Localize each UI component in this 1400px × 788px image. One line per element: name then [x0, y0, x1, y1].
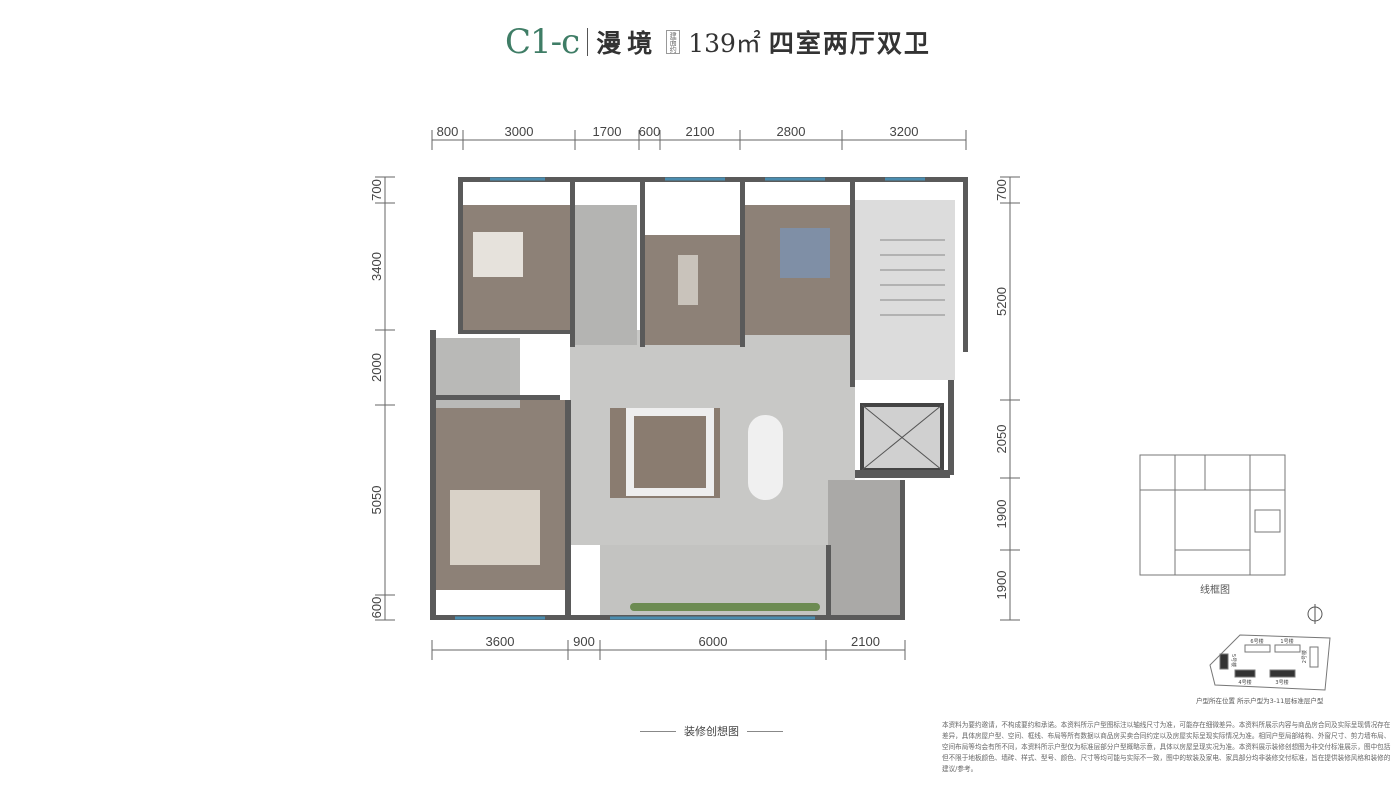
dimension-label-left: 3400	[369, 252, 384, 281]
bathroom-2-floor	[575, 205, 637, 345]
north-arrow	[1307, 604, 1323, 624]
building-label-6: 6号楼	[1250, 638, 1263, 645]
title-divider	[587, 28, 589, 56]
dimension-label-top: 600	[639, 124, 661, 139]
building-label-5: 5号楼	[1230, 654, 1237, 667]
dimension-label-top: 2100	[686, 124, 715, 139]
dimension-label-right: 1900	[994, 500, 1009, 529]
building-label-4: 4号楼	[1238, 679, 1251, 686]
site-plan-outline	[1209, 634, 1331, 691]
dimension-label-top: 2800	[777, 124, 806, 139]
desk	[678, 255, 698, 305]
dimension-label-bottom: 3600	[486, 634, 515, 649]
dimension-label-bottom: 900	[573, 634, 595, 649]
windows	[455, 177, 925, 620]
dimension-label-top: 3200	[890, 124, 919, 139]
dimension-label-bottom: 6000	[699, 634, 728, 649]
plants	[630, 603, 820, 611]
bed-1	[473, 232, 523, 277]
dimension-label-right: 1900	[994, 571, 1009, 600]
dimension-label-bottom: 2100	[851, 634, 880, 649]
wireframe-caption: 线框图	[1200, 585, 1230, 596]
dimension-label-top: 800	[437, 124, 459, 139]
wireframe-thumbnail	[1139, 454, 1286, 576]
dimension-lines	[384, 139, 1011, 651]
dimension-label-top: 1700	[593, 124, 622, 139]
unit-layout: 四室两厅双卫	[768, 29, 931, 58]
site-plan-building-labels: 6号楼 1号楼 5号楼 2号楼 4号楼 3号楼	[1230, 638, 1308, 686]
kitchen-floor	[828, 480, 900, 615]
dimension-label-right: 700	[994, 179, 1009, 201]
dimension-label-right: 5200	[994, 287, 1009, 316]
unit-code: C1-c	[505, 22, 580, 62]
area-tag: 建面约	[666, 30, 681, 54]
sofa	[626, 408, 714, 496]
dimension-label-left: 2000	[369, 353, 384, 382]
building-label-1: 1号楼	[1280, 638, 1293, 645]
caption-text: 装修创想图	[684, 725, 739, 738]
disclaimer: 本资料为要约邀请，不构成要约和承诺。本资料所示户型图标注以轴线尺寸为准，可能存在…	[942, 721, 1391, 773]
unit-name: 漫境	[596, 29, 659, 58]
plan-title: C1-c 漫境 建面约 139㎡ 四室两厅双卫	[505, 22, 931, 62]
unit-area: 139㎡	[688, 29, 761, 58]
building-label-2: 2号楼	[1301, 650, 1308, 663]
dimension-label-right: 2050	[994, 425, 1009, 454]
bed-2	[780, 228, 830, 278]
stairwell-floor	[855, 200, 955, 380]
stairs	[880, 239, 945, 316]
rendering-caption: 装修创想图	[640, 723, 783, 739]
dimension-label-left: 5050	[369, 486, 384, 515]
master-bed	[450, 490, 540, 565]
dining-table	[748, 415, 783, 500]
dimension-label-top: 3000	[505, 124, 534, 139]
dimension-label-left: 600	[369, 597, 384, 619]
dimension-label-left: 700	[369, 179, 384, 201]
building-label-3: 3号楼	[1275, 679, 1288, 686]
site-plan-caption: 户型所在位置 所示户型为3-11层标准层户型	[1196, 697, 1324, 705]
